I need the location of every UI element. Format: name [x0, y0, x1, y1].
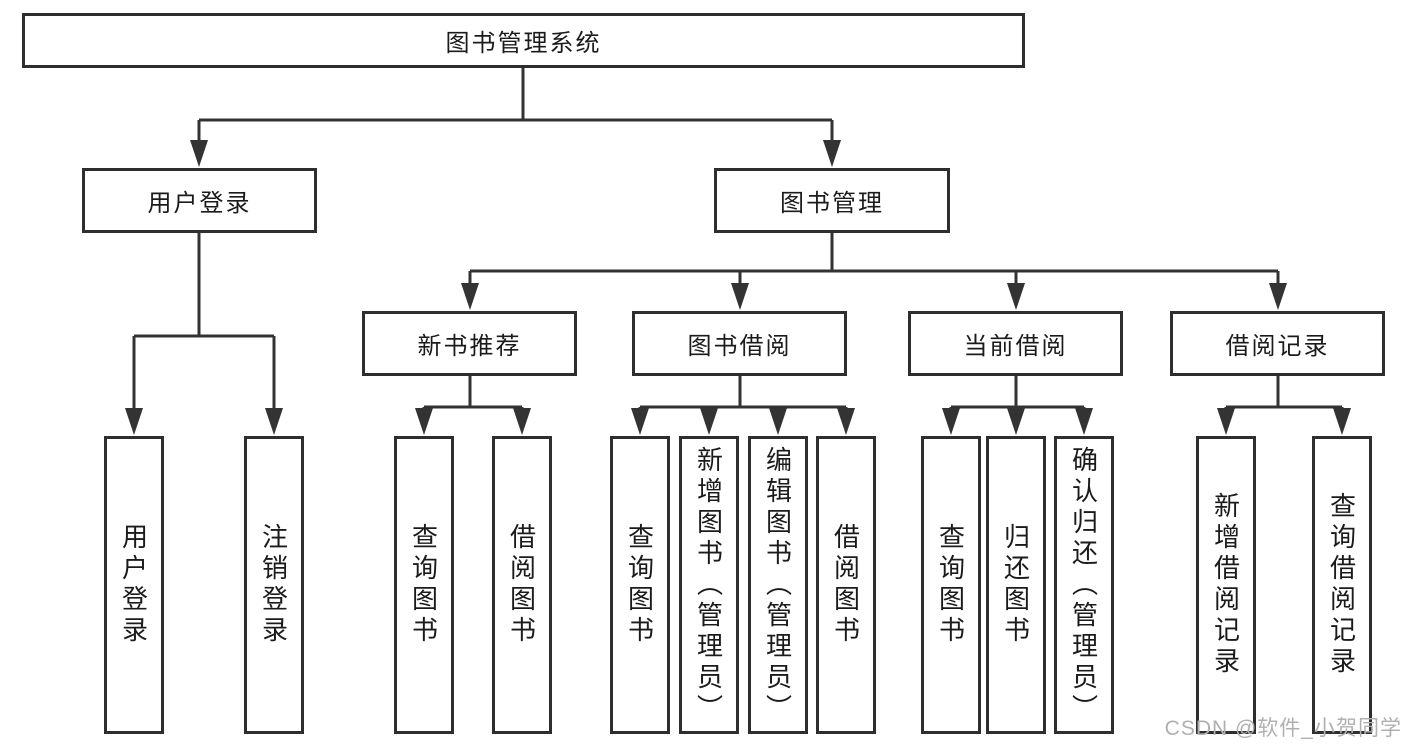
- leaf-query-borrow-record: 查询借阅记录: [1312, 436, 1372, 734]
- node-label: 编辑图书（管理员）: [762, 445, 793, 725]
- node-current-borrowing: 当前借阅: [908, 311, 1123, 376]
- leaf-add-borrow-record: 新增借阅记录: [1196, 436, 1256, 734]
- leaf-query-books-recommend: 查询图书: [394, 436, 454, 734]
- node-label: 借阅图书: [830, 523, 861, 647]
- node-label: 图书借阅: [687, 333, 792, 360]
- leaf-user-login: 用户登录: [104, 436, 164, 734]
- node-label: 用户登录: [118, 523, 149, 647]
- arrowheads: [125, 140, 1351, 435]
- node-label: 当前借阅: [963, 333, 1068, 360]
- node-user-login: 用户登录: [82, 168, 317, 233]
- leaf-query-books-current: 查询图书: [921, 436, 981, 734]
- node-label: 归还图书: [1000, 523, 1031, 647]
- node-label: 用户登录: [147, 190, 252, 217]
- node-label: 确认归还（管理员）: [1068, 445, 1099, 725]
- node-label: 图书管理系统: [445, 30, 602, 57]
- leaf-edit-books-admin: 编辑图书（管理员）: [748, 436, 808, 734]
- node-label: 新增图书（管理员）: [693, 445, 724, 725]
- node-label: 新书推荐: [417, 333, 522, 360]
- leaf-query-books-borrowing: 查询图书: [610, 436, 670, 734]
- leaf-borrow-books: 借阅图书: [816, 436, 876, 734]
- leaf-borrow-books-recommend: 借阅图书: [492, 436, 552, 734]
- node-label: 借阅记录: [1225, 333, 1330, 360]
- node-book-borrowing: 图书借阅: [632, 311, 847, 376]
- node-label: 查询借阅记录: [1326, 492, 1357, 678]
- node-new-book-recommendation: 新书推荐: [362, 311, 577, 376]
- node-label: 借阅图书: [506, 523, 537, 647]
- leaf-confirm-return-admin: 确认归还（管理员）: [1054, 436, 1114, 734]
- node-label: 查询图书: [624, 523, 655, 647]
- node-borrowing-records: 借阅记录: [1170, 311, 1385, 376]
- csdn-watermark: CSDN @软件_小贺同学: [1164, 717, 1402, 740]
- leaf-return-books: 归还图书: [986, 436, 1046, 734]
- node-label: 注销登录: [258, 523, 289, 647]
- node-book-management: 图书管理: [714, 168, 950, 233]
- node-label: 查询图书: [408, 523, 439, 647]
- leaf-logout: 注销登录: [244, 436, 304, 734]
- leaf-add-books-admin: 新增图书（管理员）: [679, 436, 739, 734]
- node-label: 图书管理: [780, 190, 884, 217]
- node-book-management-system: 图书管理系统: [22, 13, 1025, 68]
- node-label: 新增借阅记录: [1210, 492, 1241, 678]
- node-label: 查询图书: [935, 523, 966, 647]
